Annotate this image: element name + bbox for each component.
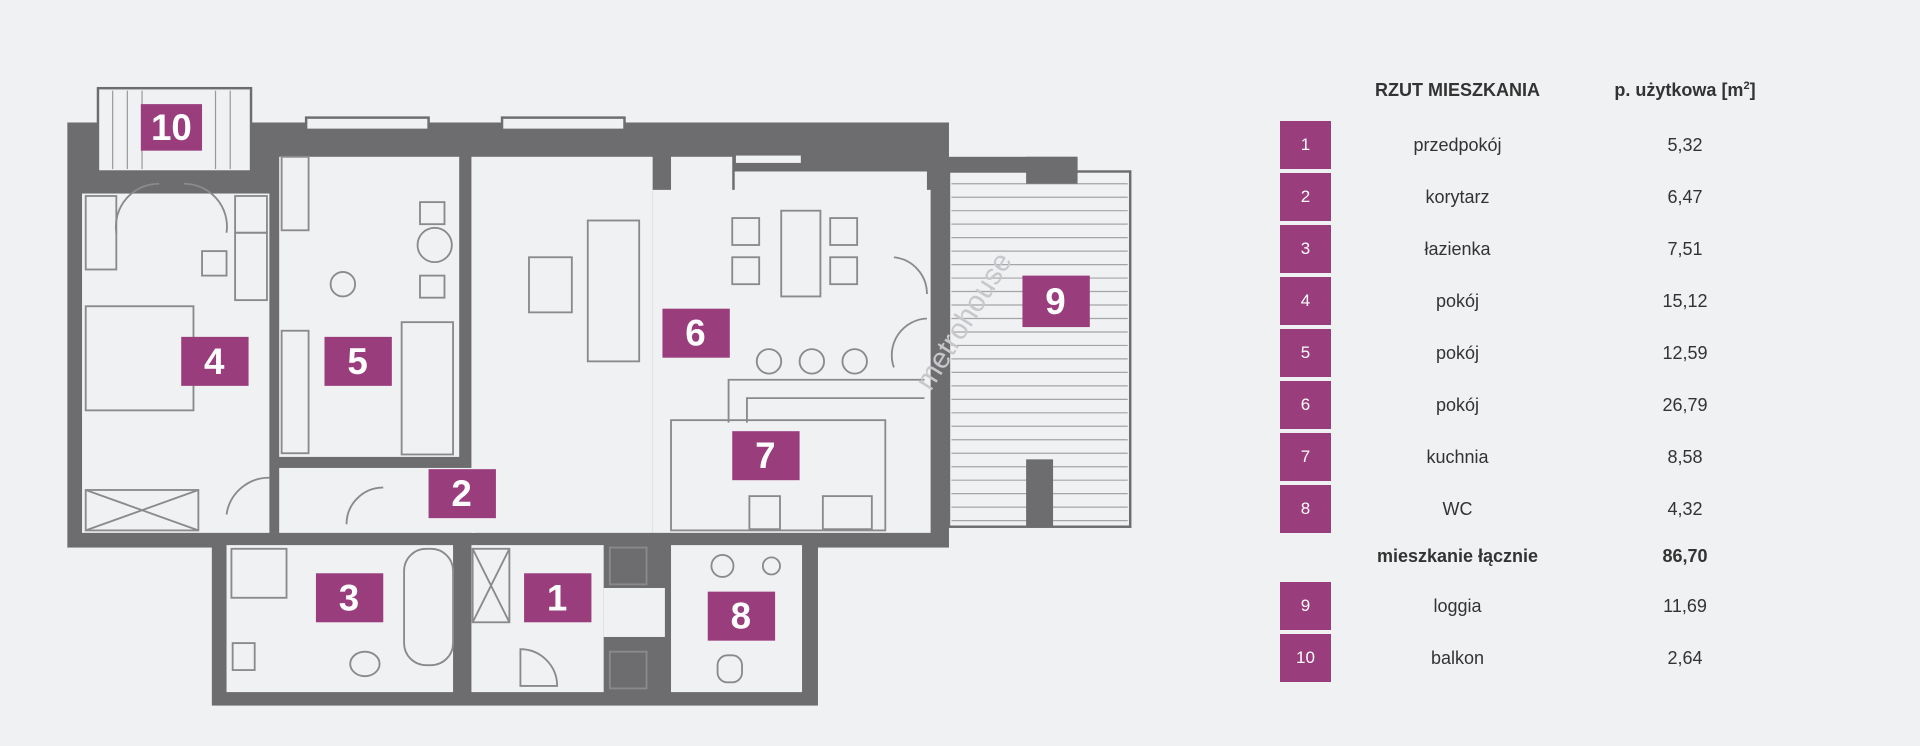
svg-text:5: 5 xyxy=(347,341,367,382)
room-name: balkon xyxy=(1430,648,1485,668)
room-name: pokój xyxy=(1435,343,1480,363)
room-label-10: 10 xyxy=(140,104,203,151)
header-area-text: p. użytkowa [m xyxy=(1614,80,1744,100)
room-6-floor xyxy=(471,156,653,533)
room-labels: 10 4 5 6 9 7 2 3 1 8 xyxy=(140,104,1090,641)
room-name: łazienka xyxy=(1424,239,1491,259)
room-area: 6,47 xyxy=(1667,187,1703,207)
room-number-badge: 8 xyxy=(1280,485,1331,533)
room-number-badge: 4 xyxy=(1280,277,1331,325)
room-label-3: 3 xyxy=(315,573,384,623)
total-area: 86,70 xyxy=(1662,546,1708,566)
room-number-badge: 7 xyxy=(1280,433,1331,481)
room-label-9: 9 xyxy=(1022,275,1090,328)
room-label-6: 6 xyxy=(662,308,730,358)
room-name: przedpokój xyxy=(1413,135,1502,155)
room-area: 8,58 xyxy=(1667,447,1703,467)
header-room: RZUT MIESZKANIA xyxy=(1375,80,1540,100)
room-area: 15,12 xyxy=(1662,291,1708,311)
room-area: 11,69 xyxy=(1663,596,1707,616)
room-area: 7,51 xyxy=(1667,239,1703,259)
room-number-badge: 5 xyxy=(1280,329,1331,377)
total-label: mieszkanie łącznie xyxy=(1376,546,1539,566)
header-area: p. użytkowa [m2] xyxy=(1590,80,1780,101)
svg-text:2: 2 xyxy=(451,473,471,514)
svg-text:4: 4 xyxy=(204,341,225,382)
svg-text:10: 10 xyxy=(151,107,192,148)
room-number-badge: 6 xyxy=(1280,381,1331,429)
room-label-1: 1 xyxy=(524,573,592,623)
table-row: 9 loggia 11,69 xyxy=(1280,582,1800,630)
room-label-7: 7 xyxy=(732,431,800,481)
room-area: 4,32 xyxy=(1667,499,1703,519)
furniture xyxy=(84,155,928,690)
header-area-end: ] xyxy=(1749,80,1756,100)
table-row: 5 pokój 12,59 xyxy=(1280,329,1800,377)
room-name: pokój xyxy=(1435,291,1480,311)
table-row: 8 WC 4,32 xyxy=(1280,485,1800,533)
loggia xyxy=(947,156,1132,528)
room-area: 2,64 xyxy=(1667,648,1703,668)
svg-text:9: 9 xyxy=(1045,281,1065,322)
table-row: 6 pokój 26,79 xyxy=(1280,381,1800,429)
room-area: 12,59 xyxy=(1662,343,1708,363)
svg-text:7: 7 xyxy=(755,435,775,476)
svg-text:6: 6 xyxy=(685,313,705,354)
room-name: pokój xyxy=(1435,395,1480,415)
room-name: loggia xyxy=(1433,596,1482,616)
room-number-badge: 3 xyxy=(1280,225,1331,273)
room-name: kuchnia xyxy=(1426,447,1489,467)
room-label-5: 5 xyxy=(324,336,392,386)
room-area: 26,79 xyxy=(1662,395,1708,415)
svg-text:1: 1 xyxy=(547,577,567,618)
room-label-4: 4 xyxy=(181,336,249,386)
total-row: mieszkanie łącznie 86,70 xyxy=(1280,532,1800,580)
room-number-badge: 1 xyxy=(1280,121,1331,169)
table-row: 3 łazienka 7,51 xyxy=(1280,225,1800,273)
room-number-badge: 9 xyxy=(1280,582,1331,630)
table-row: 1 przedpokój 5,32 xyxy=(1280,121,1800,169)
room-label-2: 2 xyxy=(428,469,496,519)
svg-text:3: 3 xyxy=(339,577,359,618)
table-row: 2 korytarz 6,47 xyxy=(1280,173,1800,221)
room-number-badge: 10 xyxy=(1280,634,1331,682)
table-row: 10 balkon 2,64 xyxy=(1280,634,1800,682)
room-number-badge: 2 xyxy=(1280,173,1331,221)
windows xyxy=(304,116,804,166)
table-row: 4 pokój 15,12 xyxy=(1280,277,1800,325)
room-area: 5,32 xyxy=(1667,135,1703,155)
room-name: korytarz xyxy=(1425,187,1490,207)
header-area-sup: 2 xyxy=(1743,80,1750,92)
room-label-8: 8 xyxy=(707,591,776,641)
svg-text:8: 8 xyxy=(731,596,751,637)
room-name: WC xyxy=(1442,499,1473,519)
table-row: 7 kuchnia 8,58 xyxy=(1280,433,1800,481)
